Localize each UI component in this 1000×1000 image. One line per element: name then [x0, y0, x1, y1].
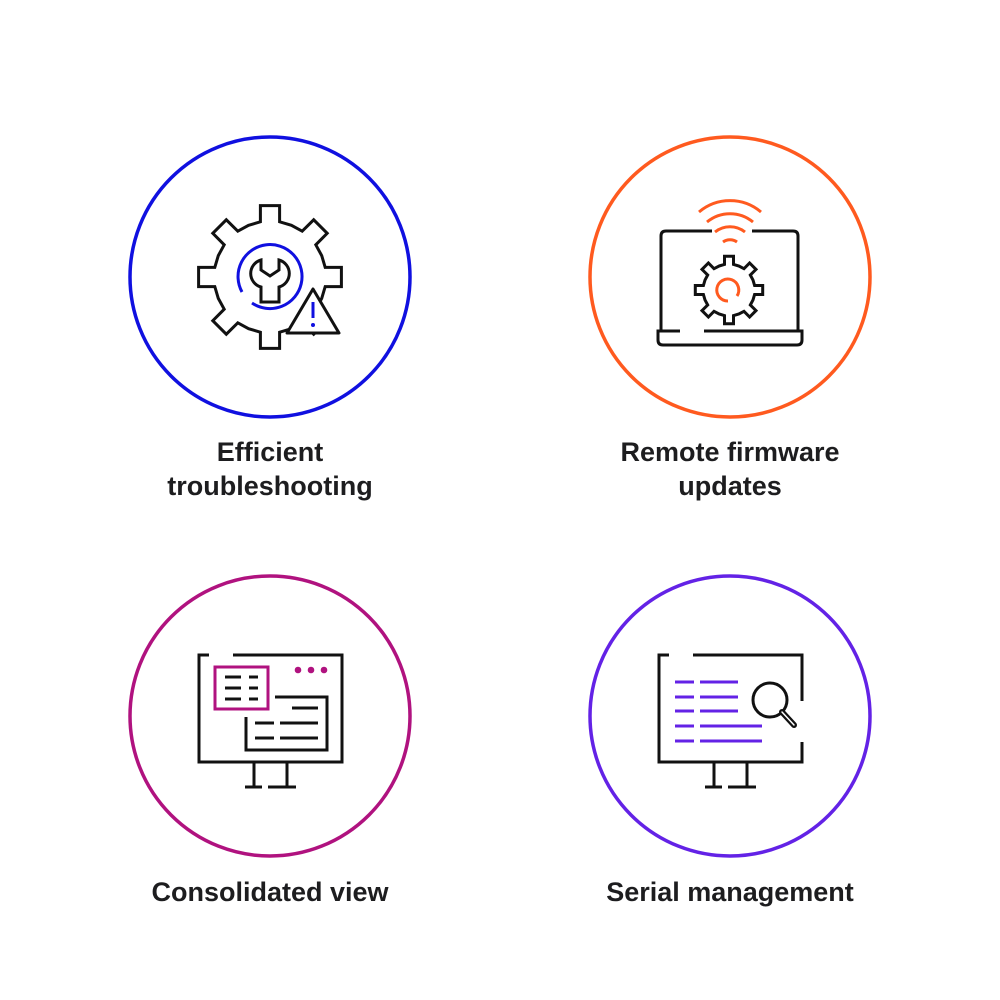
feature-circle-orange [588, 135, 872, 419]
label-line: Remote firmware [620, 437, 840, 467]
laptop-base [656, 329, 804, 347]
feature-label-remote-firmware-updates: Remote firmware updates [530, 435, 930, 503]
wifi-signal-icon [698, 199, 762, 244]
secondary-window [244, 695, 329, 752]
label-line: Consolidated view [151, 877, 389, 907]
label-line: updates [678, 471, 782, 501]
monitor-stand [705, 762, 756, 789]
feature-label-consolidated-view: Consolidated view [70, 875, 470, 909]
feature-circle-purple [588, 574, 872, 858]
wrench-icon [249, 258, 291, 304]
gear-outline [693, 254, 765, 326]
monitor-screen [657, 653, 804, 764]
monitor-screen [197, 653, 344, 764]
feature-label-efficient-troubleshooting: Efficient troubleshooting [70, 435, 470, 503]
laptop-screen [659, 229, 800, 331]
magnifier-icon [751, 681, 789, 719]
feature-circle-magenta [128, 574, 412, 858]
menu-dots-icon [294, 666, 328, 674]
monitor-search-icon [588, 574, 872, 858]
diagnostic-arc [236, 243, 304, 311]
feature-label-serial-management: Serial management [530, 875, 930, 909]
label-line: Efficient [216, 437, 324, 467]
label-line: troubleshooting [167, 471, 373, 501]
highlighted-window [213, 665, 270, 711]
text-lines [675, 680, 762, 743]
gear-wrench-warning-icon [128, 135, 412, 419]
refresh-arc [715, 277, 741, 303]
feature-circle-blue [128, 135, 412, 419]
monitor-stand [245, 762, 296, 789]
laptop-wireless-gear-icon [588, 135, 872, 419]
monitor-windows-icon [128, 574, 412, 858]
label-line: Serial management [606, 877, 854, 907]
